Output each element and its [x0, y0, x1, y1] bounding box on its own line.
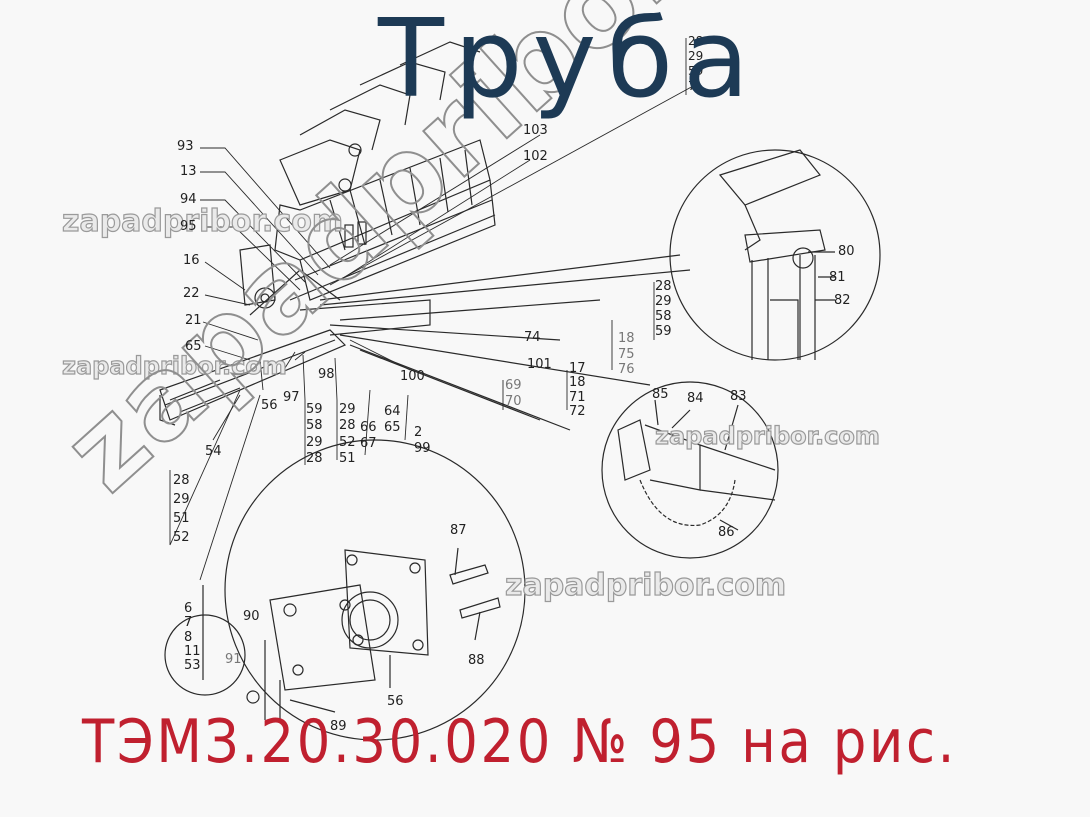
callout-label: 94 — [180, 192, 197, 207]
callout-label: 81 — [829, 270, 846, 285]
callout-label: 21 — [185, 313, 202, 328]
part-number-caption: ТЭМЗ.20.30.020 № 95 на рис. — [82, 707, 958, 777]
watermark-text: zapadpribor.com — [61, 203, 344, 239]
callout-label: 2 99 — [414, 425, 431, 457]
watermark-text: zapadpribor.com — [654, 421, 880, 450]
detail-circle-flange — [164, 439, 526, 741]
callout-label: 82 — [834, 293, 851, 308]
callout-label: 29 28 52 51 — [339, 402, 356, 466]
callout-label: 95 — [180, 219, 197, 234]
callout-label: 69 70 — [505, 378, 522, 410]
callout-label: 6 7 8 11 53 — [184, 601, 201, 674]
callout-label: 54 — [205, 444, 222, 459]
pipe-assembly-illustration — [159, 254, 691, 431]
page-title: Труба — [378, 0, 760, 122]
detail-circle-fitting — [669, 149, 881, 361]
watermark-text: zapadpribor.com — [61, 351, 287, 380]
callout-label: 80 — [838, 244, 855, 259]
callout-label: 98 — [318, 367, 335, 382]
callout-label: 66 67 — [360, 420, 377, 452]
callout-label: 17 18 71 72 — [569, 361, 586, 419]
callout-label: 18 75 76 — [618, 331, 635, 378]
callout-label: 97 — [283, 390, 300, 405]
leader-lines — [169, 38, 696, 581]
callout-label: 64 65 — [384, 404, 401, 436]
callout-label: 56 — [387, 694, 404, 709]
detail-circle-cap-chain — [601, 381, 779, 559]
callout-label: 101 — [527, 357, 552, 372]
callout-label: 85 — [652, 387, 669, 402]
callout-label: 86 — [718, 525, 735, 540]
callout-label: 102 — [523, 149, 548, 164]
callout-label: 88 — [468, 653, 485, 668]
callout-label: 28 29 51 52 — [173, 473, 190, 545]
callout-label: 84 — [687, 391, 704, 406]
callout-label: 13 — [180, 164, 197, 179]
callout-label: 93 — [177, 139, 194, 154]
callout-label: 59 58 29 28 — [306, 402, 323, 466]
callout-label: 87 — [450, 523, 467, 538]
callout-label: 89 — [330, 719, 347, 734]
callout-label: 28 29 58 59 — [655, 279, 672, 339]
engine-block-illustration — [239, 41, 496, 306]
callout-label: 22 — [183, 286, 200, 301]
callout-label: 28 29 59 7 — [688, 34, 704, 93]
callout-label: 83 — [730, 389, 747, 404]
callout-label: 74 — [524, 330, 541, 345]
callout-label: 56 — [261, 398, 278, 413]
watermark-text: zapadpribor.com — [504, 567, 787, 603]
callout-label: 16 — [183, 253, 200, 268]
callout-label: 100 — [400, 369, 425, 384]
callout-label: 91 — [225, 652, 242, 667]
callout-label: 65 — [185, 339, 202, 354]
callout-label: 90 — [243, 609, 260, 624]
callout-label: 103 — [523, 123, 548, 138]
